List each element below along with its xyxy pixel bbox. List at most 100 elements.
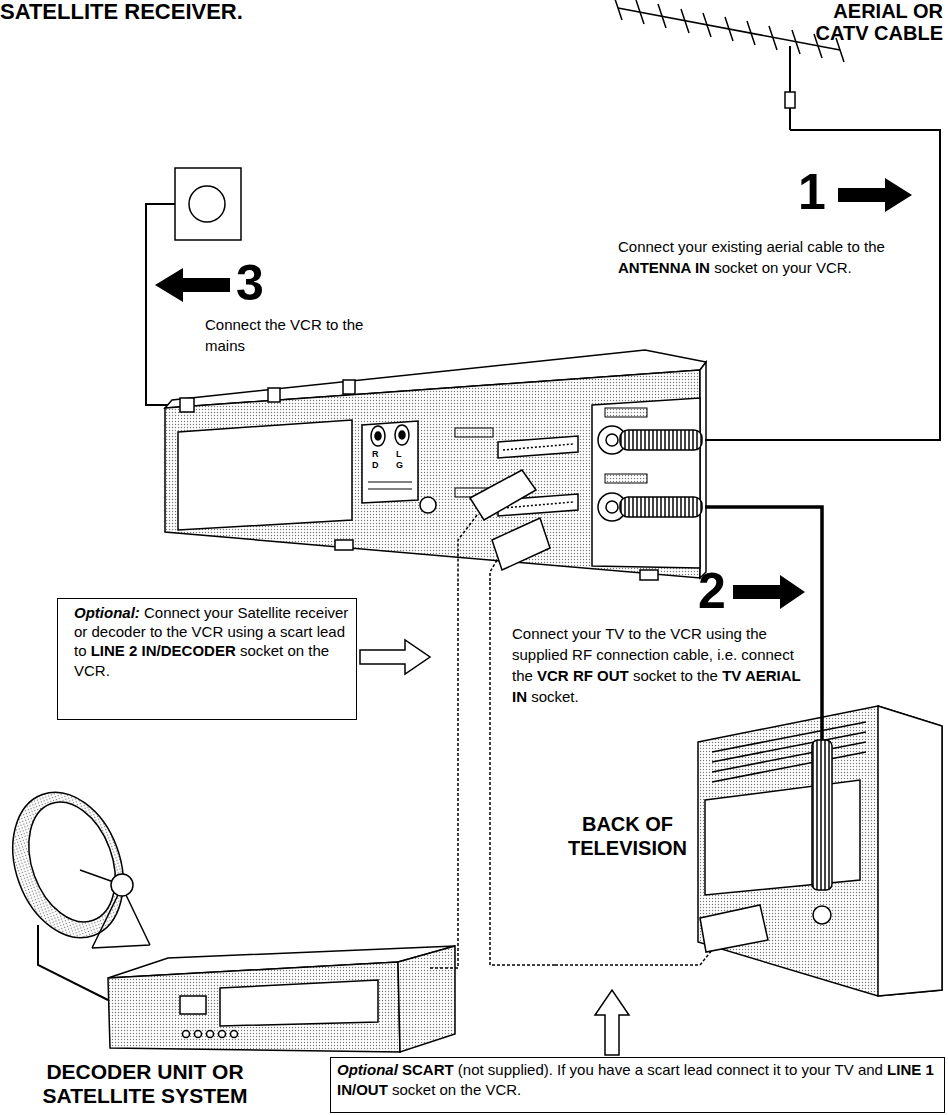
vcr-illustration <box>640 570 658 580</box>
word: and <box>858 1061 887 1078</box>
word: IN <box>695 259 714 276</box>
step-arrow <box>155 178 912 609</box>
decoder-box <box>180 996 206 1014</box>
satellite-dish <box>13 790 131 934</box>
socket-label: D <box>372 461 379 470</box>
word: to <box>785 1061 802 1078</box>
word: aerial <box>766 238 807 255</box>
step-number: 3 <box>236 258 264 308</box>
vcr-illustration <box>371 426 385 446</box>
callout-box: Optional: Connect your Satellite receive… <box>57 598 357 720</box>
word: the <box>343 316 364 333</box>
word: mains <box>205 337 245 354</box>
decoder-box <box>231 1031 238 1038</box>
vcr-illustration <box>490 560 497 582</box>
word: socket <box>633 667 681 684</box>
instruction-text: Connect the VCR to the mains <box>205 314 405 356</box>
word: cable, <box>673 646 717 663</box>
vcr-illustration <box>620 497 702 517</box>
word: Optional <box>337 1061 402 1078</box>
antenna-symbol <box>785 92 795 108</box>
word: lead <box>684 1061 717 1078</box>
antenna-node: AERIAL OR CATV CABLE <box>610 0 948 130</box>
word: IN/DECODER <box>142 642 240 659</box>
television-illustration <box>878 706 942 996</box>
word: to <box>680 667 697 684</box>
word: the <box>308 642 329 659</box>
scart-lead <box>490 582 555 965</box>
device-label: AERIAL OR CATV CABLE <box>793 0 943 44</box>
vcr-illustration <box>503 444 573 450</box>
decoder-box <box>183 1031 190 1038</box>
callout-text: Optional SCART (not supplied). If you ha… <box>331 1058 944 1101</box>
word: a <box>267 623 280 640</box>
word: using <box>227 623 267 640</box>
word: the <box>512 667 537 684</box>
word: or <box>74 623 92 640</box>
word: VCR <box>537 667 573 684</box>
satellite-dish <box>111 874 133 896</box>
television-illustration <box>812 740 832 890</box>
word: TV <box>722 667 745 684</box>
vcr-illustration <box>399 431 405 439</box>
television-illustration <box>700 905 768 952</box>
socket-label: G <box>396 461 403 470</box>
word: VCR. <box>485 1081 521 1098</box>
decoder-box <box>108 962 400 1052</box>
word: socket <box>714 259 762 276</box>
pointer-arrow <box>360 640 430 674</box>
vcr-illustration <box>458 515 477 582</box>
device-label: BACK OF TELEVISION <box>555 812 700 860</box>
word: scart <box>280 623 317 640</box>
television-illustration <box>555 950 712 965</box>
word: supplied <box>512 646 572 663</box>
step-arrow <box>733 575 805 609</box>
wall-socket <box>189 186 225 222</box>
vcr-illustration <box>700 362 706 578</box>
step-number: 2 <box>698 566 726 616</box>
word: to <box>326 316 343 333</box>
vcr-illustration <box>492 518 550 570</box>
vcr-illustration <box>606 501 618 513</box>
word: socket <box>240 642 288 659</box>
antenna-symbol <box>614 0 844 62</box>
word: 2 <box>129 642 142 659</box>
word: TV <box>835 1061 858 1078</box>
decoder-box <box>207 1031 214 1038</box>
vcr-illustration <box>592 398 700 568</box>
callout-box: Optional SCART (not supplied). If you ha… <box>330 1057 945 1113</box>
word: IN/OUT <box>337 1081 392 1098</box>
word: Optional: <box>74 604 144 621</box>
vcr-illustration <box>605 474 647 483</box>
word: existing <box>711 238 766 255</box>
word: lead <box>317 623 345 640</box>
word: LINE <box>887 1061 925 1078</box>
word: Connect <box>205 316 265 333</box>
word: your <box>204 604 237 621</box>
word: to <box>150 623 167 640</box>
vcr-illustration <box>420 497 436 513</box>
vcr-illustration <box>178 420 352 530</box>
scart-lead <box>455 582 458 968</box>
decoder-box <box>108 946 455 1052</box>
vcr-illustration <box>362 421 418 503</box>
satellite-dish <box>92 895 150 948</box>
word: supplied). <box>488 1061 557 1078</box>
title: SATELLITE RECEIVER. <box>0 0 243 24</box>
word: ANTENNA <box>618 259 695 276</box>
word: cable <box>807 238 847 255</box>
satellite-dish <box>0 777 143 954</box>
word: 1 <box>925 1061 933 1078</box>
word: If <box>557 1061 570 1078</box>
television-illustration <box>705 780 860 895</box>
word: IN <box>512 688 531 705</box>
word: your <box>783 259 816 276</box>
word: to <box>628 625 645 642</box>
word: connect <box>716 1061 773 1078</box>
word: socket. <box>531 688 579 705</box>
decoder-box <box>195 1031 202 1038</box>
television-illustration <box>813 906 831 924</box>
word: scart <box>647 1061 684 1078</box>
word: the <box>645 625 670 642</box>
step-number: 1 <box>798 167 826 217</box>
